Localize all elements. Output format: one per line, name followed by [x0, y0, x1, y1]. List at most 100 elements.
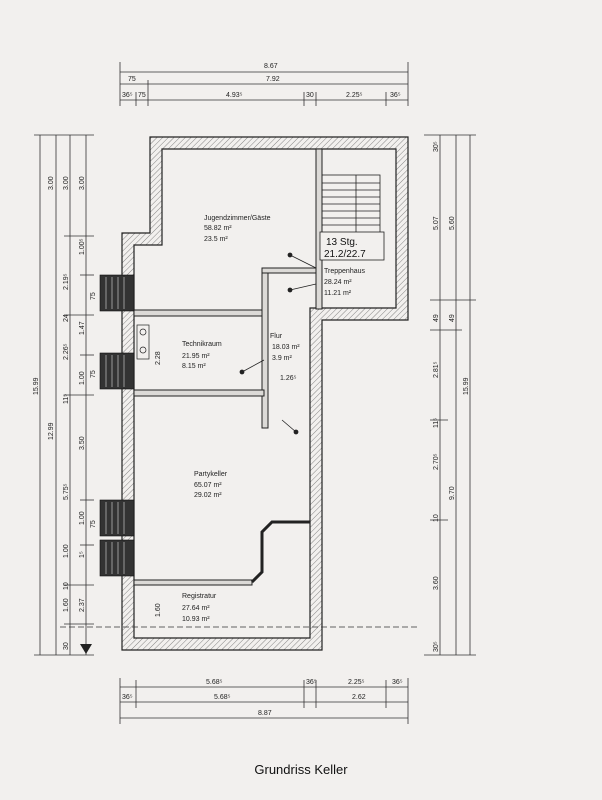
window-shaft-2 — [99, 352, 135, 390]
dim-top-inner: 7.92 — [266, 76, 280, 83]
partykeller-diagonal-wall — [250, 520, 310, 584]
window-shaft-1 — [99, 274, 135, 312]
dim-bottom-d: 36⁵ — [392, 679, 403, 686]
dim-right-g: 11⁵ — [433, 418, 440, 428]
dim-bottom-c: 2.25⁵ — [348, 679, 365, 686]
dim-left-g: 2.19⁵ — [63, 273, 70, 290]
dim-left-c: 3.00 — [48, 176, 55, 190]
bottom-dimension-lines — [119, 678, 409, 724]
dim-top-a: 36⁵ — [122, 92, 133, 99]
dim-left-q: 1.00 — [79, 511, 86, 525]
room-treppe-name: Treppenhaus — [324, 268, 365, 275]
dim-top-total: 8.67 — [264, 63, 278, 70]
room-technik-name: Technikraum — [182, 341, 222, 348]
dim-left-s: 75 — [90, 520, 97, 528]
dim-top-c: 4.93⁵ — [226, 92, 243, 99]
dim-left-total: 15.99 — [33, 377, 40, 395]
dim-right-i: 10 — [433, 514, 440, 522]
exterior-wall — [121, 136, 409, 651]
window-grill-lines — [105, 277, 125, 574]
dim-left-f: 1.00⁵ — [79, 238, 86, 255]
dim-top-b: 75 — [138, 92, 146, 99]
dim-left-l: 1.00 — [79, 371, 86, 385]
dim-left-t: 1⁵ — [79, 551, 86, 558]
dim-bottom-g: 2.62 — [352, 694, 366, 701]
dim-right-b: 5.07 — [433, 216, 440, 230]
staircase — [321, 174, 381, 234]
window-shaft-4 — [99, 539, 135, 577]
dim-left-w: 2.37 — [79, 598, 86, 612]
room-registratur-area2: 10.93 m² — [182, 616, 210, 623]
dim-left-b: 12.99 — [48, 422, 55, 440]
dim-right-j: 9.70 — [449, 486, 456, 500]
dim-bottom-a: 5.68⁵ — [206, 679, 223, 686]
dim-right-f: 2.81⁵ — [433, 361, 440, 378]
dim-bottom-total: 8.87 — [258, 710, 272, 717]
dim-left-h: 75 — [90, 292, 97, 300]
room-jugend-area1: 58.82 m² — [204, 225, 232, 232]
room-party-name: Partykeller — [194, 471, 228, 478]
dim-right-m: 30⁵ — [433, 641, 440, 652]
dim-right-e: 49 — [449, 314, 456, 322]
dim-bottom-e: 36⁵ — [122, 694, 133, 701]
room-technik: Technikraum 21.95 m² 8.15 m² — [182, 341, 222, 370]
dim-interior-technik: 2.28 — [155, 351, 162, 365]
room-technik-area1: 21.95 m² — [182, 353, 210, 360]
dim-right-c: 5.60 — [449, 216, 456, 230]
dim-left-j: 1.47 — [79, 321, 86, 335]
room-registratur-name: Registratur — [182, 593, 217, 600]
dim-left-n: 11⁵ — [63, 394, 70, 404]
right-dimension-lines — [424, 134, 476, 656]
room-technik-area2: 8.15 m² — [182, 363, 206, 370]
window-shaft-3 — [99, 499, 135, 537]
dim-top-e: 2.25⁵ — [346, 92, 363, 99]
dim-bottom-b: 36⁵ — [306, 679, 317, 686]
dim-left-p: 5.75⁵ — [63, 483, 70, 500]
dim-left-v: 1.60 — [63, 598, 70, 612]
room-treppe-area1: 28.24 m² — [324, 279, 352, 286]
room-jugend-area2: 23.5 m² — [204, 236, 228, 243]
dim-top-75: 75 — [128, 76, 136, 83]
room-jugend-name: Jugendzimmer/Gäste — [204, 215, 271, 222]
technik-fixtures — [136, 324, 150, 360]
left-dimension-lines — [34, 134, 94, 656]
dim-interior-registratur: 1.60 — [155, 603, 162, 617]
room-flur-name: Flur — [270, 333, 283, 340]
dim-top-d: 30 — [306, 92, 314, 99]
dim-right-h: 2.70⁵ — [433, 453, 440, 470]
dim-left-u: 10 — [63, 582, 70, 590]
room-party: Partykeller 65.07 m² 29.02 m² — [194, 471, 228, 499]
dim-left-k: 2.26⁵ — [63, 343, 70, 360]
room-party-area1: 65.07 m² — [194, 482, 222, 489]
door-markers — [239, 252, 317, 435]
stair-ratio-label: 21.2/22.7 — [324, 249, 366, 260]
dim-left-o: 3.50 — [79, 436, 86, 450]
dim-right-k: 3.60 — [433, 576, 440, 590]
dim-right-d: 49 — [433, 314, 440, 322]
room-jugend: Jugendzimmer/Gäste 58.82 m² 23.5 m² — [204, 215, 271, 243]
dim-right-l: 15.99 — [463, 377, 470, 395]
dim-left-i: 24 — [63, 314, 70, 322]
dim-left-x: 30 — [63, 642, 70, 650]
dim-left-r: 1.00 — [63, 544, 70, 558]
top-dimension-lines — [119, 62, 409, 106]
room-treppe-area2: 11.21 m² — [324, 290, 352, 297]
plan-caption: Grundriss Keller — [254, 762, 348, 777]
room-party-area2: 29.02 m² — [194, 492, 222, 499]
dim-left-e: 3.00 — [79, 176, 86, 190]
room-registratur-area1: 27.64 m² — [182, 605, 210, 612]
dim-right-a: 30⁵ — [433, 141, 440, 152]
room-registratur: Registratur 27.64 m² 10.93 m² — [182, 593, 217, 623]
stair-label-box — [319, 231, 385, 261]
window-shafts — [99, 274, 135, 577]
dim-left-m: 75 — [90, 370, 97, 378]
room-flur-area2: 3.9 m² — [272, 355, 293, 362]
dim-bottom-f: 5.68⁵ — [214, 694, 231, 701]
dim-top-f: 36⁵ — [390, 92, 401, 99]
dim-left-d: 3.00 — [63, 176, 70, 190]
room-flur: Flur 18.03 m² 3.9 m² — [270, 333, 300, 362]
dim-interior-flur: 1.26⁵ — [280, 375, 297, 382]
room-flur-area1: 18.03 m² — [272, 344, 300, 351]
stair-steps-label: 13 Stg. — [326, 237, 358, 248]
